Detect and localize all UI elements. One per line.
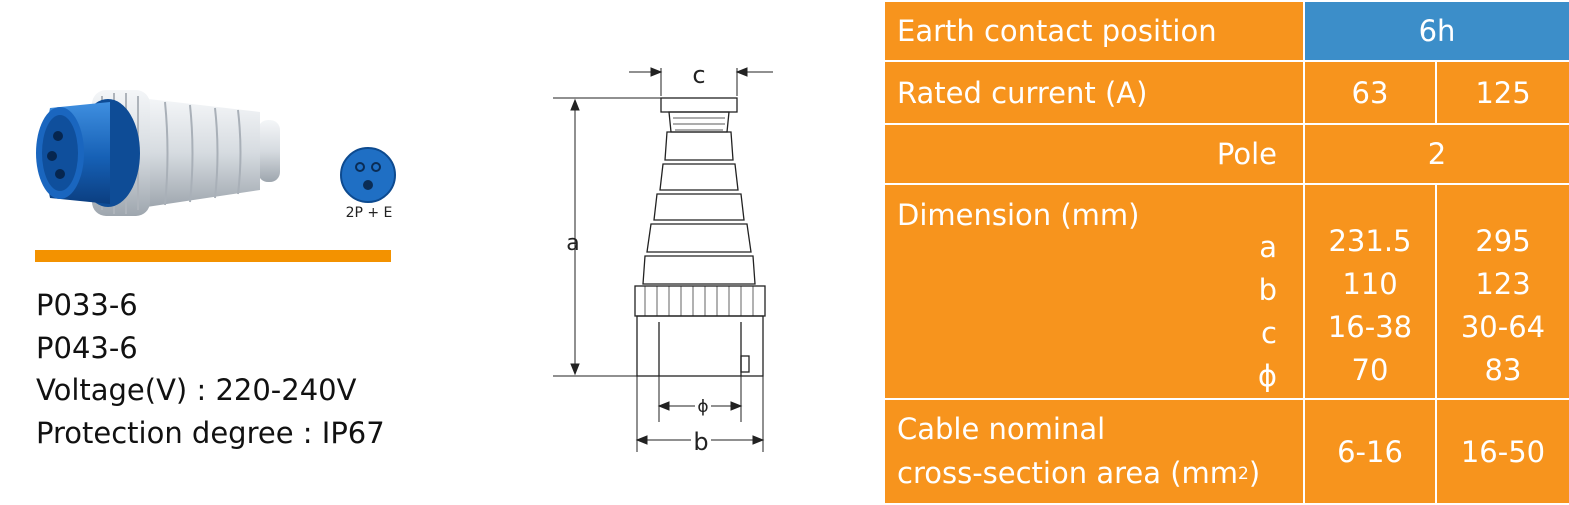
dimension-row: Dimension (mm) a b c ϕ 231.5 110 16-38 7…	[883, 183, 1569, 400]
orange-divider	[35, 250, 391, 262]
dim-125-b: 123	[1475, 267, 1531, 301]
dim-label-c: c	[692, 61, 705, 89]
model-number-1: P033-6	[36, 288, 138, 322]
dimension-label: Dimension (mm)	[897, 198, 1140, 232]
dim-125-a: 295	[1475, 224, 1531, 258]
dimension-letter-c: c	[1261, 316, 1277, 350]
spec-table: Earth contact position 6h Rated current …	[883, 0, 1569, 505]
cable-label-line1: Cable nominal	[897, 412, 1106, 446]
product-spec-list: P033-6 P043-6 Voltage(V) : 220-240V Prot…	[36, 284, 385, 454]
dimension-drawing: c a ϕ b	[553, 61, 773, 456]
earth-contact-value: 6h	[1303, 0, 1569, 62]
socket-config-label: 2P + E	[345, 205, 393, 221]
dim-63-c: 16-38	[1327, 310, 1413, 344]
dimension-label-cell: Dimension (mm) a b c ϕ	[883, 183, 1305, 400]
dim-label-a: a	[566, 231, 579, 256]
cable-value-63: 6-16	[1303, 398, 1437, 505]
rated-current-row: Rated current (A) 63 125	[883, 60, 1569, 125]
cable-row: Cable nominal cross-section area (mm2) 6…	[883, 398, 1569, 505]
rated-current-label: Rated current (A)	[883, 60, 1305, 125]
cable-label-line2: cross-section area (mm	[897, 456, 1239, 490]
plug-product-image	[36, 90, 280, 216]
cable-value-125: 16-50	[1435, 398, 1569, 505]
rated-current-125: 125	[1435, 60, 1569, 125]
pole-label: Pole	[883, 123, 1305, 185]
dim-63-phi: 70	[1351, 353, 1389, 387]
protection-spec: Protection degree : IP67	[36, 415, 385, 450]
cable-label: Cable nominal cross-section area (mm2)	[883, 398, 1305, 505]
dim-63-b: 110	[1342, 267, 1398, 301]
dimension-letter-b: b	[1258, 273, 1277, 307]
dimension-values-125: 295 123 30-64 83	[1435, 183, 1569, 400]
socket-face-icon	[340, 147, 396, 203]
dimension-letter-phi: ϕ	[1257, 359, 1277, 393]
pole-row: Pole 2	[883, 123, 1569, 185]
cable-label-end: )	[1248, 456, 1261, 490]
dim-63-a: 231.5	[1328, 224, 1412, 258]
earth-contact-row: Earth contact position 6h	[883, 0, 1569, 62]
dim-125-c: 30-64	[1460, 310, 1546, 344]
cable-label-sup: 2	[1238, 464, 1249, 484]
dim-label-b: b	[693, 428, 708, 456]
rated-current-63: 63	[1303, 60, 1437, 125]
dim-label-phi: ϕ	[697, 397, 708, 417]
dim-125-phi: 83	[1484, 353, 1522, 387]
dimension-letter-a: a	[1259, 230, 1277, 264]
voltage-spec: Voltage(V) : 220-240V	[36, 373, 357, 407]
earth-contact-label: Earth contact position	[883, 0, 1305, 62]
model-number-2: P043-6	[36, 330, 138, 365]
dimension-values-63: 231.5 110 16-38 70	[1303, 183, 1437, 400]
pole-value: 2	[1303, 123, 1569, 185]
